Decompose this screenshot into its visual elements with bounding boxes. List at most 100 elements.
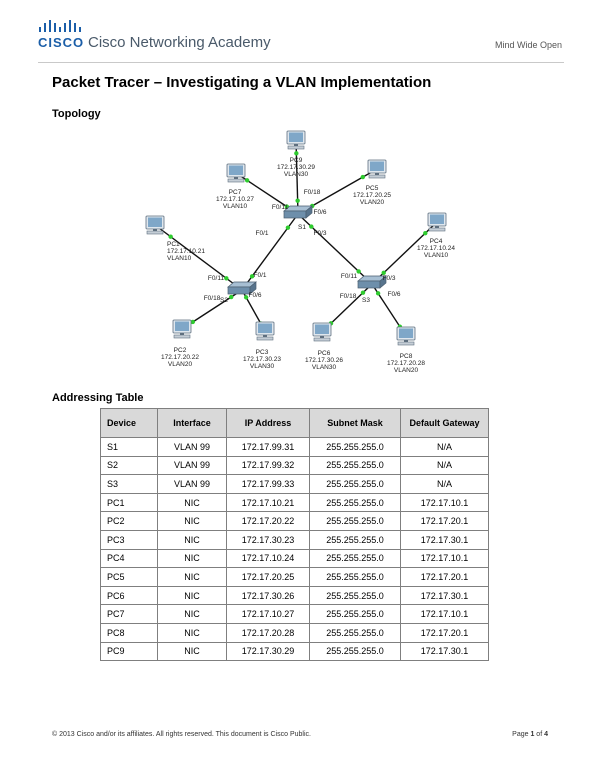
port-label: F0/1 [255,230,268,237]
port-label: F0/18 [340,293,357,300]
link-status-dot [295,198,300,203]
pc-icon [367,159,387,179]
table-cell: 172.17.30.1 [400,641,489,662]
pc-vlan-label: VLAN10 [167,255,192,262]
link-status-dot [243,295,249,300]
port-label: F0/3 [313,230,326,237]
page-title: Packet Tracer – Investigating a VLAN Imp… [52,74,432,91]
table-cell: NIC [157,548,227,569]
port-label: F0/11 [272,204,289,211]
pc-vlan-label: VLAN20 [394,367,419,374]
port-label: F0/18 [304,189,321,196]
page-number-separator: of [534,731,545,738]
port-label: F0/6 [387,291,400,298]
column-header-subnet-mask: Subnet Mask [309,408,401,438]
pc-icon [396,326,416,346]
pc-ip-label: 172.17.20.25 [353,192,391,199]
port-label: F0/18 [204,295,221,302]
pc-name-label: PC4 [430,238,443,245]
column-header-ip-address: IP Address [226,408,310,438]
table-cell: N/A [400,437,489,457]
table-cell: 255.255.255.0 [309,455,401,476]
table-cell: PC6 [100,585,158,606]
pc-name-label: PC6 [318,350,331,357]
table-cell: 172.17.20.1 [400,567,489,587]
link-status-dot [285,225,291,230]
pc-icon [286,130,306,150]
table-cell: 255.255.255.0 [309,622,401,643]
table-cell: N/A [400,455,489,476]
table-cell: NIC [157,622,227,643]
table-cell: S2 [100,455,158,476]
table-cell: NIC [157,492,227,513]
port-label: F0/11 [341,273,358,280]
link-status-dot [356,269,361,274]
table-cell: NIC [157,585,227,606]
pc-vlan-label: VLAN10 [223,203,248,210]
table-header-row: Device Interface IP Address Subnet Mask … [100,408,489,438]
link-status-dot [224,276,229,281]
table-cell: 172.17.10.1 [400,604,489,624]
pc-icon [226,163,246,183]
table-cell: PC4 [100,548,158,569]
page-number-total: 4 [544,731,548,738]
academy-name: Cisco Networking Academy [88,34,271,51]
page-number-prefix: Page [512,731,531,738]
pc-name-label: PC9 [290,157,303,164]
table-cell: 255.255.255.0 [309,567,401,587]
table-cell: VLAN 99 [157,437,227,457]
pc-icon [427,212,447,232]
table-cell: 255.255.255.0 [309,437,401,457]
table-cell: 172.17.10.24 [226,548,310,569]
trunk-link [297,213,373,285]
table-cell: 172.17.20.1 [400,511,489,531]
table-cell: 255.255.255.0 [309,529,401,550]
table-cell: NIC [157,529,227,550]
pc-vlan-label: VLAN30 [284,171,309,178]
trunk-link [241,213,299,291]
pc-icon [255,321,275,341]
link-status-dot [229,294,234,300]
table-cell: 172.17.10.1 [400,492,489,513]
table-cell: 172.17.20.1 [400,622,489,643]
link-status-dot [360,290,366,295]
pc-ip-label: 172.17.30.23 [243,356,281,363]
table-cell: 172.17.20.22 [226,511,310,531]
pc-name-label: PC7 [229,189,242,196]
switch-label: S3 [362,297,370,304]
table-cell: 255.255.255.0 [309,548,401,569]
table-cell: NIC [157,511,227,531]
table-cell: 255.255.255.0 [309,511,401,531]
table-cell: NIC [157,604,227,624]
table-cell: PC7 [100,604,158,624]
page-number-current: 1 [530,731,535,738]
pc-icon [172,319,192,339]
pc-vlan-label: VLAN20 [360,199,385,206]
addressing-table-heading: Addressing Table [52,392,144,404]
page-number: Page 1 of 4 [512,731,548,738]
cisco-logo-text: CISCO [38,35,85,50]
pc-name-label: PC2 [174,347,187,354]
table-cell: PC1 [100,492,158,513]
pc-vlan-label: VLAN10 [424,252,449,259]
pc-ip-label: 172.17.10.27 [216,196,254,203]
table-cell: PC9 [100,641,158,662]
pc-ip-label: 172.17.10.24 [417,245,455,252]
table-cell: PC3 [100,529,158,550]
table-cell: 172.17.10.1 [400,548,489,569]
column-header-default-gateway: Default Gateway [400,408,489,438]
table-cell: 172.17.30.1 [400,585,489,606]
tagline: Mind Wide Open [494,40,562,50]
copyright-notice: © 2013 Cisco and/or its affiliates. All … [52,731,311,738]
table-cell: S3 [100,474,158,494]
pc-name-label: PC3 [256,349,269,356]
switch-icon [283,205,313,219]
